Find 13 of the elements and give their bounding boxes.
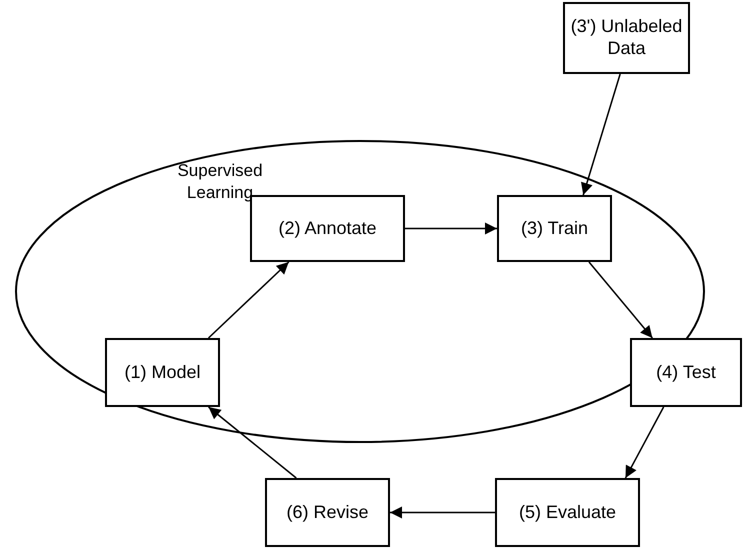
process-box: (6) Revise (265, 478, 390, 547)
arrow (208, 406, 297, 479)
process-box: (4) Test (630, 338, 742, 407)
arrow (208, 261, 290, 339)
arrow (588, 262, 653, 338)
arrow (581, 74, 621, 196)
process-box: (2) Annotate (250, 195, 405, 262)
process-box: (3) Train (497, 195, 612, 262)
process-box: (5) Evaluate (495, 478, 640, 547)
arrow (390, 506, 495, 518)
process-box: (3') Unlabeled Data (563, 2, 690, 74)
arrow (405, 222, 497, 234)
arrow (624, 406, 664, 478)
